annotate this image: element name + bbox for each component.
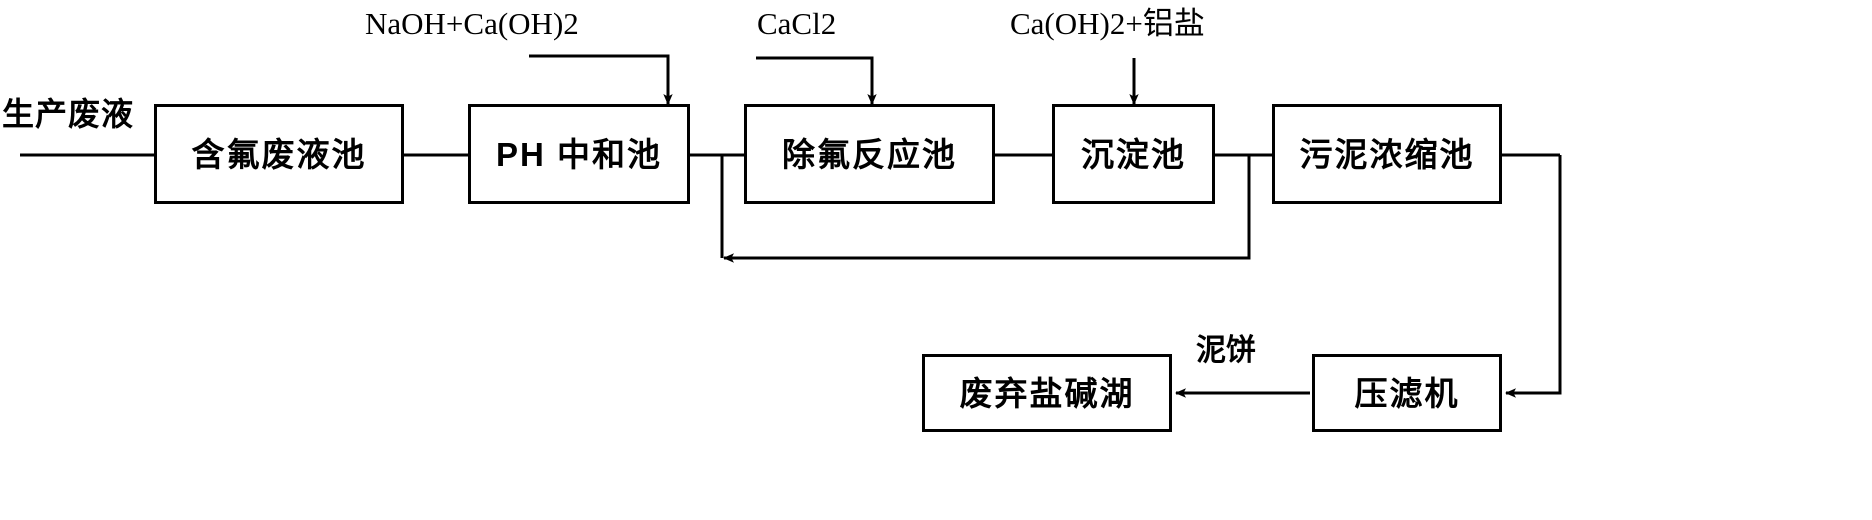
chemical-label-cacl2: CaCl2 xyxy=(757,6,837,41)
box-waste-saline-alkali-lake[interactable]: 废弃盐碱湖 xyxy=(922,354,1172,432)
box-label-defluorination-reaction-tank: 除氟反应池 xyxy=(782,135,957,173)
box-label-sedimentation-tank: 沉淀池 xyxy=(1081,135,1186,173)
box-label-ph-neutralization-tank: PH 中和池 xyxy=(495,135,662,173)
dosing-arrow-naoh-caoh2 xyxy=(529,54,673,105)
box-sedimentation-tank[interactable]: 沉淀池 xyxy=(1052,104,1215,204)
input-label-production-waste-liquid: 生产废液 xyxy=(2,96,135,132)
box-fluoride-waste-liquid-tank[interactable]: 含氟废液池 xyxy=(154,104,404,204)
chemical-label-caoh2-aluminum-salt: Ca(OH)2+铝盐 xyxy=(1010,6,1205,41)
box-label-waste-saline-alkali-lake: 废弃盐碱湖 xyxy=(959,374,1135,412)
box-ph-neutralization-tank[interactable]: PH 中和池 xyxy=(468,104,690,204)
box-label-fluoride-waste-liquid-tank: 含氟废液池 xyxy=(191,135,367,173)
line-sludge-thickener-down-to-filter-press xyxy=(1505,155,1562,398)
chemical-label-naoh-caoh2: NaOH+Ca(OH)2 xyxy=(365,6,579,41)
dosing-arrow-cacl2 xyxy=(756,56,877,105)
box-defluorination-reaction-tank[interactable]: 除氟反应池 xyxy=(744,104,995,204)
box-sludge-thickening-tank[interactable]: 污泥浓缩池 xyxy=(1272,104,1502,204)
annotation-mud-cake: 泥饼 xyxy=(1196,334,1256,367)
box-label-filter-press: 压滤机 xyxy=(1354,374,1460,412)
box-filter-press[interactable]: 压滤机 xyxy=(1312,354,1502,432)
box-label-sludge-thickening-tank: 污泥浓缩池 xyxy=(1299,135,1475,173)
